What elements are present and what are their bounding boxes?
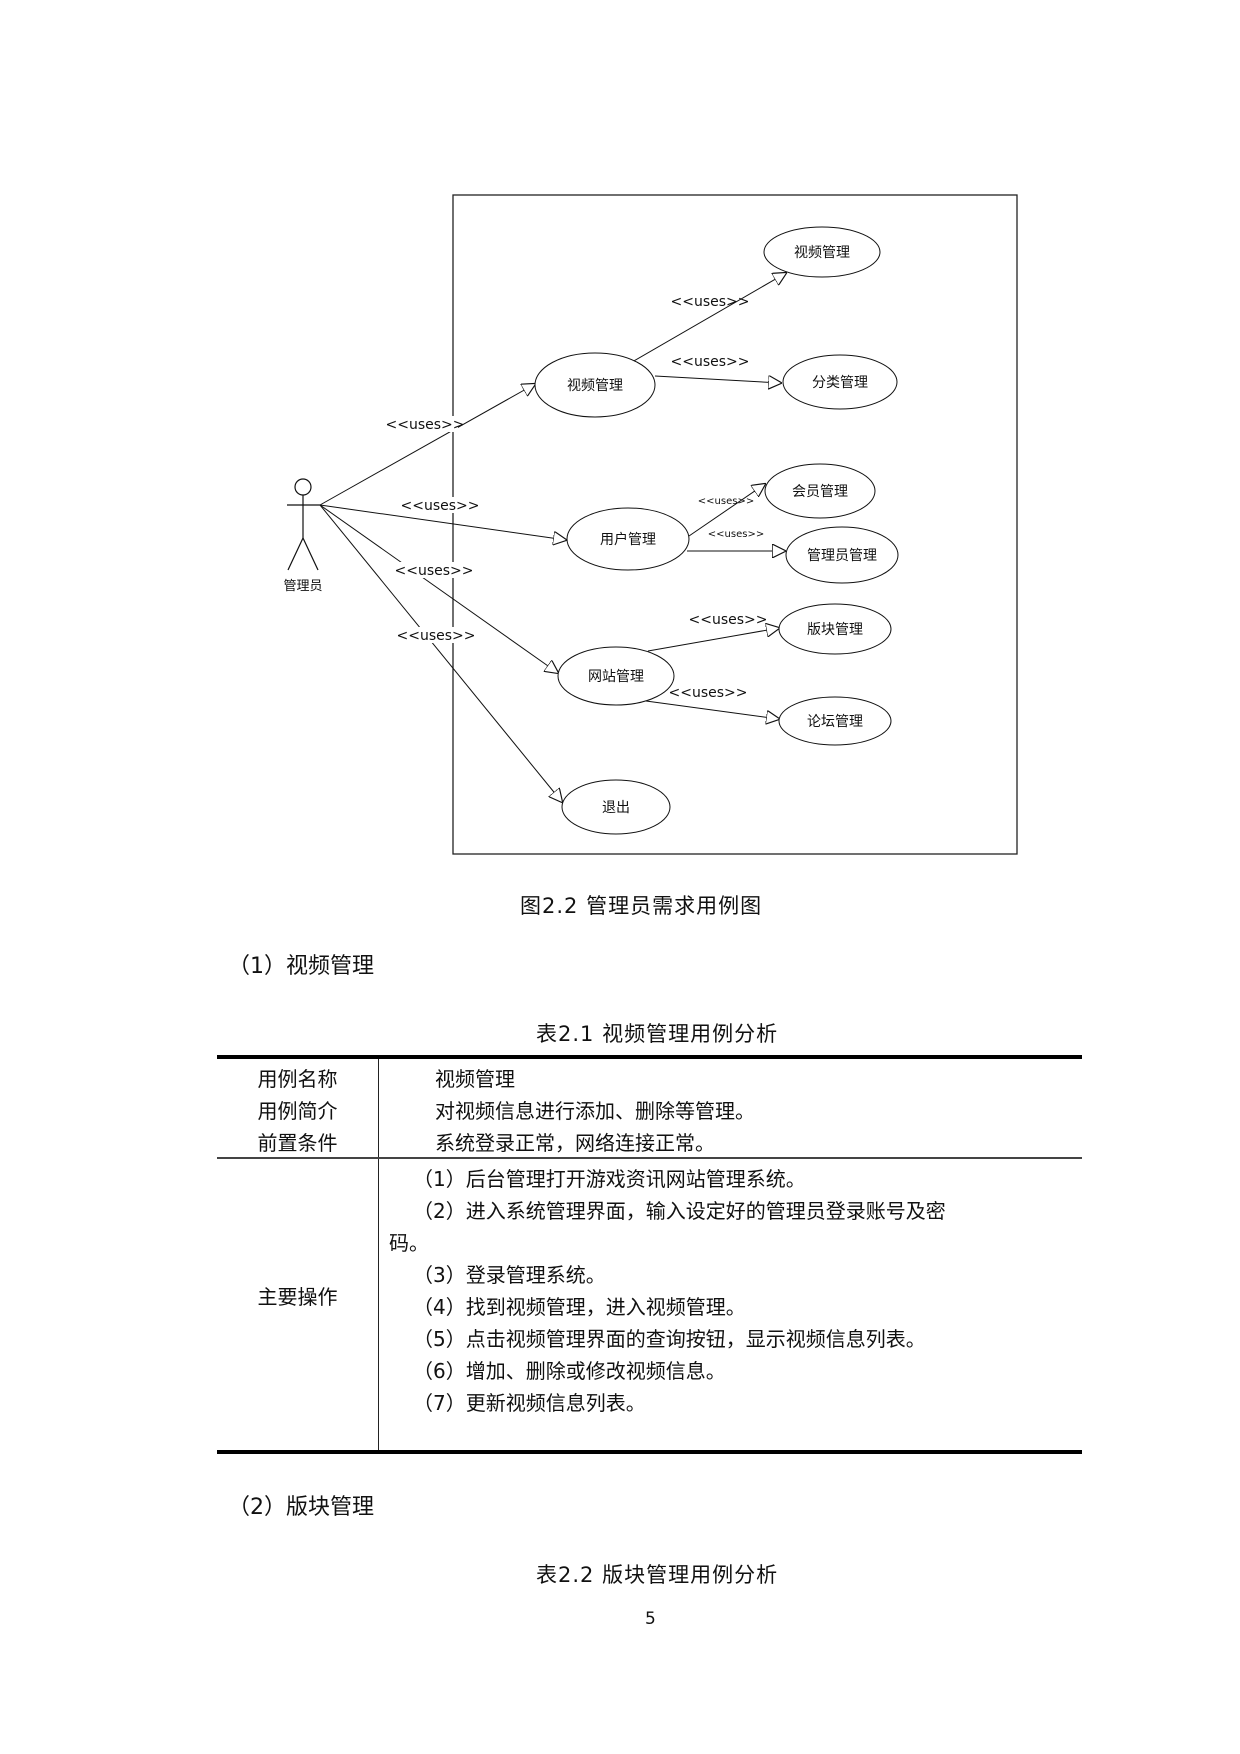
page-number: 5: [645, 1609, 656, 1629]
assoc-actor-video: [319, 384, 535, 506]
uses-label: <<uses>>: [689, 612, 768, 628]
assoc-actor-logout: [319, 504, 562, 802]
table1-caption: 表2.1 视频管理用例分析: [536, 1022, 779, 1046]
usecase-board-mgmt: [778, 603, 892, 655]
uses-label: <<uses>>: [669, 685, 748, 701]
section-heading-2: （2）版块管理: [228, 1495, 374, 1520]
usecase-video-mgmt: [534, 352, 656, 418]
usecase-member-mgmt: [764, 463, 876, 519]
usecase-label: 论坛管理: [807, 714, 863, 730]
system-boundary: [452, 194, 1018, 855]
table2-caption: 表2.2 版块管理用例分析: [536, 1563, 779, 1587]
op-step-1: （1）后台管理打开游戏资讯网站管理系统。: [413, 1167, 806, 1191]
uses-label: <<uses>>: [395, 563, 474, 579]
row-value-summary: 对视频信息进行添加、删除等管理。: [435, 1099, 755, 1123]
use-case-table: 用例名称 视频管理 用例简介 对视频信息进行添加、删除等管理。 前置条件 系统登…: [217, 1055, 1082, 1455]
usecase-category-mgmt: [782, 354, 898, 410]
usecase-site-mgmt: [557, 646, 675, 706]
usecase-video-mgmt-child: [763, 226, 881, 278]
usecase-label: 视频管理: [567, 378, 623, 394]
row-value-precondition: 系统登录正常，网络连接正常。: [435, 1131, 715, 1155]
usecase-label: 用户管理: [600, 531, 656, 548]
usecase-label: 分类管理: [812, 375, 868, 391]
usecase-label: 会员管理: [792, 484, 848, 500]
uses-label-small: <<uses>>: [698, 496, 754, 507]
uses-label-small: <<uses>>: [708, 529, 764, 540]
uses-label: <<uses>>: [401, 498, 480, 514]
op-step-7: （7）更新视频信息列表。: [413, 1391, 646, 1415]
row-label-name: 用例名称: [257, 1067, 338, 1091]
row-value-name: 视频管理: [435, 1067, 515, 1091]
usecase-label: 视频管理: [794, 245, 850, 261]
op-step-3: （3）登录管理系统。: [413, 1263, 606, 1287]
usecase-admin-mgmt: [785, 526, 899, 584]
row-label-main-ops: 主要操作: [257, 1285, 338, 1309]
uses-label: <<uses>>: [671, 294, 750, 310]
usecase-label: 退出: [602, 800, 630, 816]
usecase-label: 版块管理: [807, 622, 863, 638]
actor-label: 管理员: [283, 579, 322, 594]
usecase-label: 网站管理: [588, 669, 644, 685]
uses-label: <<uses>>: [386, 417, 465, 433]
uses-label: <<uses>>: [671, 354, 750, 370]
assoc-actor-user: [319, 504, 566, 540]
table-top-rule: [217, 1055, 1082, 1059]
op-step-2: （2）进入系统管理界面，输入设定好的管理员登录账号及密: [413, 1199, 946, 1223]
use-case-diagram: 管理员 <<uses>> <<uses>> <<uses>> <<uses>> …: [283, 194, 1018, 855]
op-step-4: （4）找到视频管理，进入视频管理。: [413, 1295, 746, 1319]
table-mid-rule: [217, 1157, 1082, 1159]
row-label-precondition: 前置条件: [257, 1131, 338, 1155]
row-label-summary: 用例简介: [257, 1099, 338, 1123]
assoc-actor-site: [319, 504, 558, 673]
usecase-forum-mgmt: [778, 696, 892, 746]
uses-label: <<uses>>: [397, 628, 476, 644]
usecase-logout: [561, 779, 671, 835]
section-heading-1: （1）视频管理: [228, 954, 374, 979]
op-step-5: （5）点击视频管理界面的查询按钮，显示视频信息列表。: [413, 1327, 926, 1351]
figure-caption: 图2.2 管理员需求用例图: [520, 894, 763, 918]
op-step-6: （6）增加、删除或修改视频信息。: [413, 1359, 726, 1383]
usecase-user-mgmt: [566, 507, 690, 571]
column-divider: [378, 1059, 379, 1452]
table-bottom-rule: [217, 1450, 1082, 1454]
actor-admin: [287, 478, 320, 571]
usecase-label: 管理员管理: [807, 548, 877, 564]
op-step-2-cont: 码。: [389, 1231, 429, 1255]
